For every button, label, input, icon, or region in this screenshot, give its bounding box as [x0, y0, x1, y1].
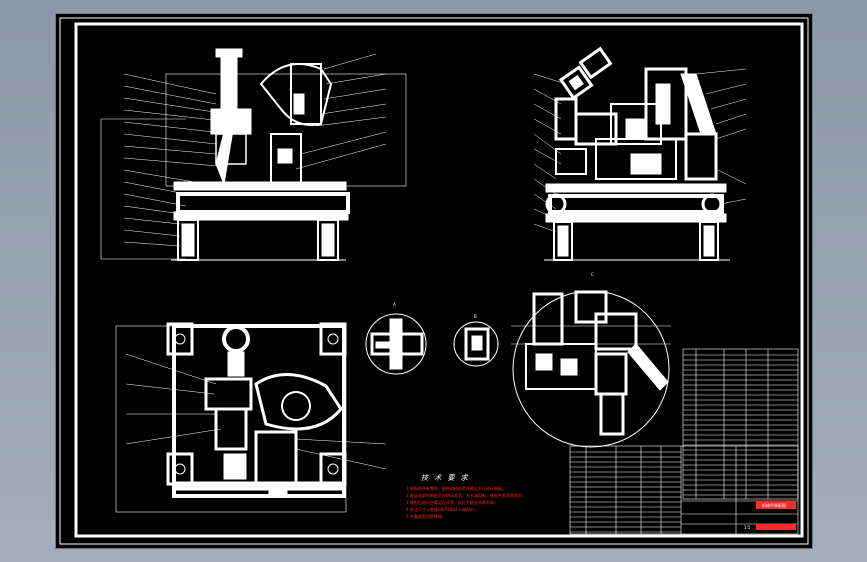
drawing-scale: 1:5 — [744, 525, 751, 530]
outer-frame — [59, 17, 809, 545]
top-view — [115, 322, 387, 513]
section-label-c: C — [591, 272, 594, 277]
side-view — [533, 46, 747, 261]
tech-note-1: 1.装配前所有零件、部件须经检验合格后方可进行装配。 — [406, 485, 506, 491]
tech-requirements-title: 技 术 要 求 — [421, 474, 470, 482]
detail-a — [365, 313, 427, 375]
section-label-a: A — [393, 302, 396, 307]
detail-b — [453, 321, 499, 367]
tech-note-5: 5.外露表面涂防锈漆。 — [406, 513, 446, 519]
drawing-sheet[interactable]: 技 术 要 求 1.装配前所有零件、部件须经检验合格后方可进行装配。2.各运动部… — [56, 14, 812, 548]
detail-c — [511, 290, 671, 448]
tech-note-4: 4.未注尺寸公差按GB/T1804-m级执行。 — [406, 506, 479, 512]
tech-note-2: 2.各运动部件装配后应转动灵活，无卡滞现象，各配合面润滑良好。 — [406, 492, 526, 498]
section-label-b: B — [474, 314, 477, 319]
tech-notes: 1.装配前所有零件、部件须经检验合格后方可进行装配。2.各运动部件装配后应转动灵… — [406, 485, 526, 519]
inner-frame — [74, 22, 804, 538]
tech-note-3: 3.装配后进行空载运行试验，运行平稳无异常声响。 — [406, 499, 498, 505]
parts-list — [682, 348, 799, 500]
drawing-name: 机械手装配图 — [762, 502, 786, 508]
title-block — [569, 445, 799, 535]
front-view — [100, 48, 407, 261]
cad-drawing: 技 术 要 求 1.装配前所有零件、部件须经检验合格后方可进行装配。2.各运动部… — [59, 17, 809, 545]
